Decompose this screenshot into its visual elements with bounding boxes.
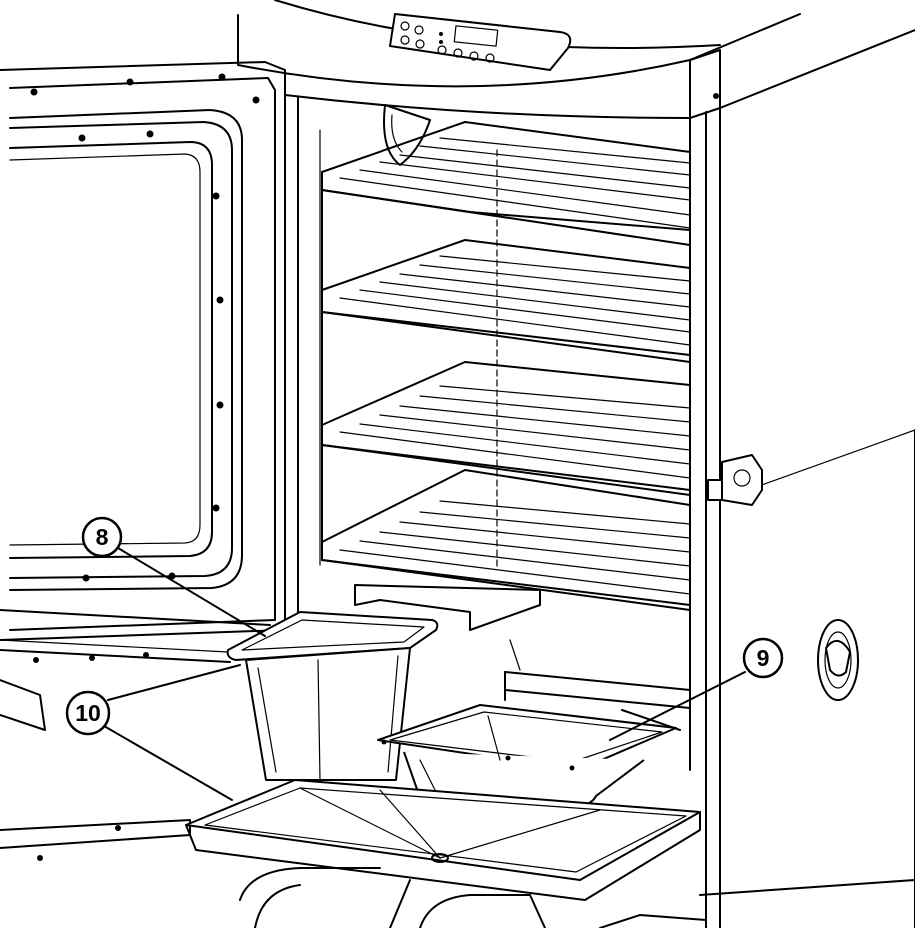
heater-bracket xyxy=(354,584,541,671)
open-door xyxy=(0,61,286,731)
callout-label: 9 xyxy=(757,645,770,671)
panel-button-icon xyxy=(415,39,425,49)
callout-label: 10 xyxy=(75,700,101,726)
panel-button-icon xyxy=(453,48,463,58)
side-vent-icon xyxy=(817,619,859,701)
door-bottom-panel xyxy=(0,819,191,861)
rack-2 xyxy=(321,239,691,363)
rack-4 xyxy=(321,469,691,611)
cabinet-base xyxy=(239,867,707,928)
rack-1 xyxy=(321,121,691,561)
callout-9: 9 xyxy=(742,637,784,679)
panel-button-icon xyxy=(485,53,495,63)
grease-tray xyxy=(185,779,701,901)
panel-button-icon xyxy=(414,25,424,35)
callout-leaders xyxy=(103,547,746,801)
panel-button-icon xyxy=(437,45,447,55)
panel-button-icon xyxy=(469,51,479,61)
rack-3 xyxy=(321,361,691,496)
control-panel xyxy=(389,13,572,71)
callout-8: 8 xyxy=(81,516,123,558)
panel-button-icon xyxy=(400,35,410,45)
callout-10: 10 xyxy=(65,690,111,736)
water-pan xyxy=(226,611,439,781)
door-latch xyxy=(707,454,763,506)
panel-button-icon xyxy=(400,21,410,31)
callout-label: 8 xyxy=(96,524,109,550)
door-screw-icon xyxy=(30,73,260,582)
lower-rail xyxy=(504,671,691,709)
